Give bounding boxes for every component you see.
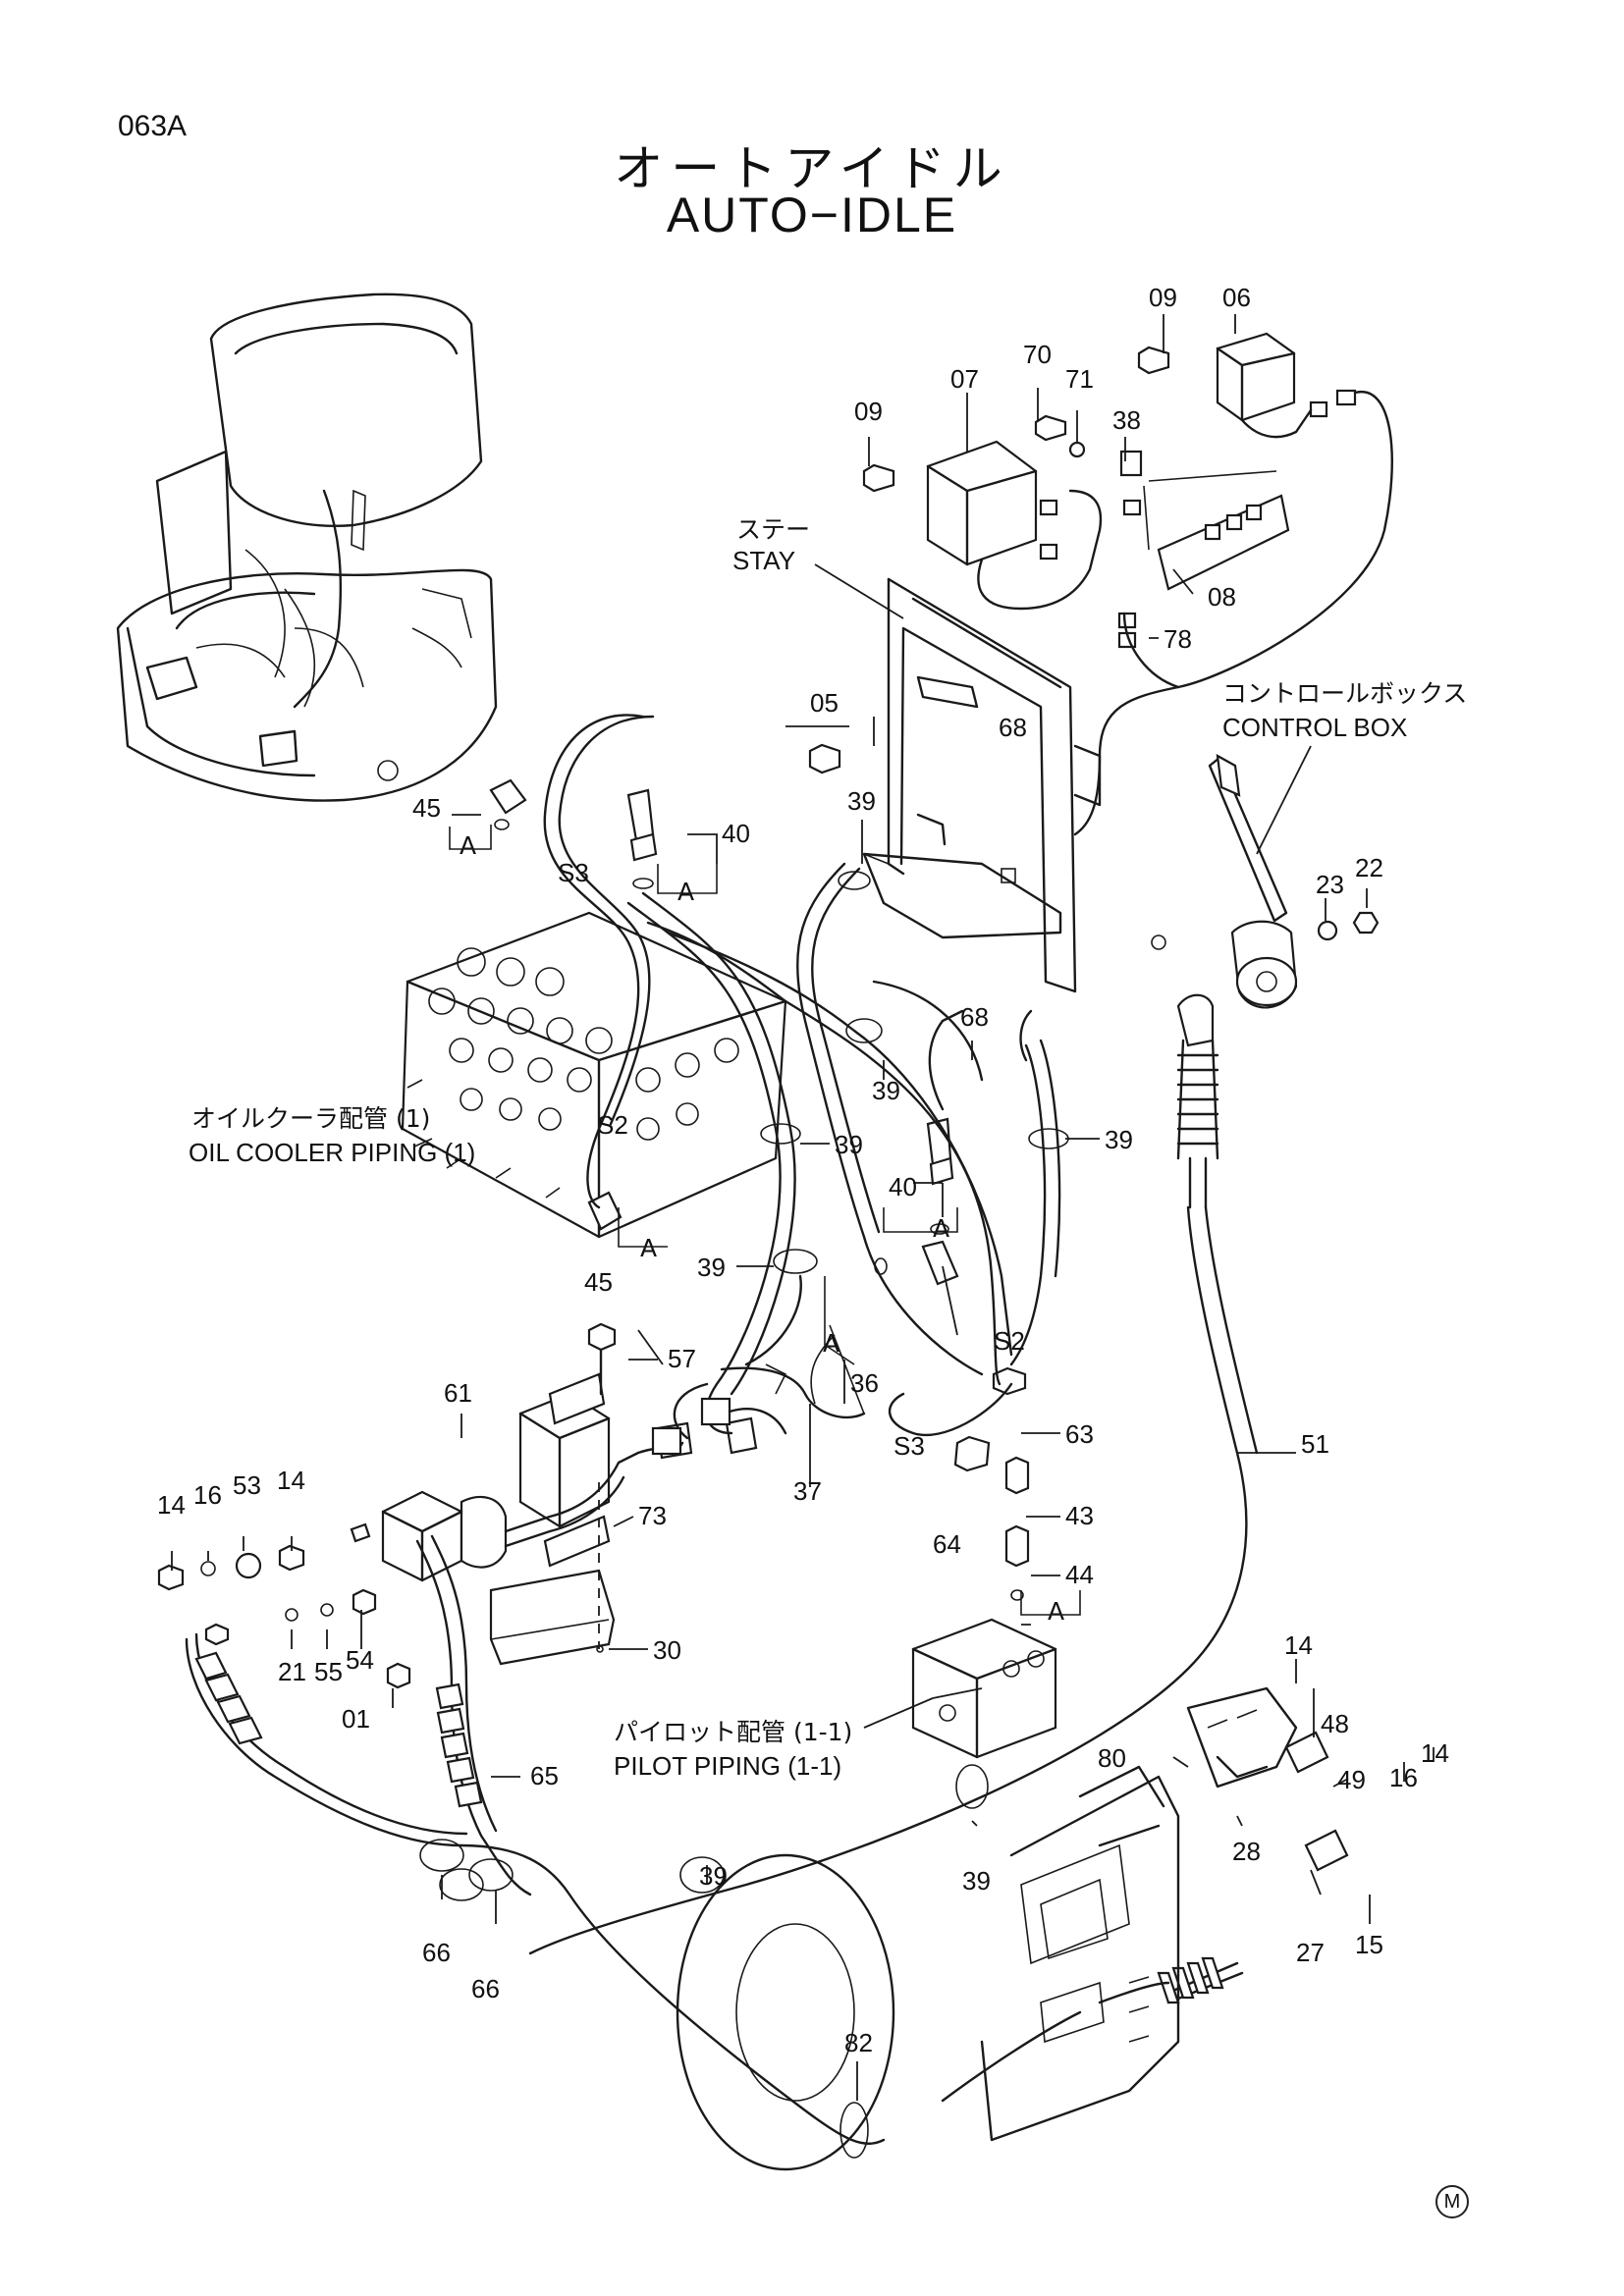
callout-05: 05	[810, 688, 839, 718]
callout-16b: 16	[1389, 1763, 1418, 1792]
callout-45a: 45	[412, 793, 441, 823]
callout-15: 15	[1355, 1930, 1383, 1959]
callout-57: 57	[668, 1344, 696, 1373]
callout-70: 70	[1023, 340, 1052, 369]
callout-27: 27	[1296, 1938, 1325, 1967]
callout-53: 53	[233, 1470, 261, 1500]
callout-23: 23	[1316, 870, 1344, 899]
control-valve-block	[401, 911, 787, 1239]
callout-45b: 45	[584, 1267, 613, 1297]
title-english: AUTO−IDLE	[666, 187, 958, 242]
mark-s2-1: S2	[597, 1110, 628, 1140]
callout-68b: 68	[960, 1002, 989, 1032]
callout-44: 44	[1065, 1560, 1094, 1589]
callout-16a: 16	[193, 1480, 222, 1510]
engine-illustration	[676, 1686, 1349, 2171]
control-box-label-en: CONTROL BOX	[1222, 713, 1407, 742]
callout-43: 43	[1065, 1501, 1094, 1530]
excavator-cab-illustration	[116, 293, 498, 802]
callout-numbers: 09 06 70 07 71 09 38 08 78 05 68 45 40 3…	[157, 283, 1449, 2057]
callout-49: 49	[1337, 1765, 1366, 1794]
callout-39d: 39	[1105, 1125, 1133, 1154]
leader-lines	[171, 314, 1435, 2101]
hose-clamps	[679, 871, 1069, 2159]
callout-51: 51	[1301, 1429, 1329, 1459]
oil-cooler-label-ja: オイルクーラ配管 (1)	[191, 1104, 430, 1133]
callout-38: 38	[1112, 405, 1141, 435]
stay-frame	[862, 577, 1166, 993]
callout-80: 80	[1098, 1743, 1126, 1773]
callout-55: 55	[314, 1657, 343, 1686]
callout-14a: 14	[157, 1490, 186, 1520]
cables	[185, 1205, 1259, 2145]
section-labels: ステー STAY コントロールボックス CONTROL BOX オイルクーラ配管…	[189, 515, 1467, 1781]
pilot-label-ja: パイロット配管 (1-1)	[614, 1718, 852, 1746]
mark-s3-1: S3	[558, 858, 589, 887]
stay-label-ja: ステー	[736, 515, 810, 544]
callout-82: 82	[844, 2028, 873, 2057]
callout-14b: 14	[277, 1466, 305, 1495]
small-fasteners	[157, 1522, 411, 1689]
callout-66b: 66	[471, 1974, 500, 2003]
mark-a-3: A	[933, 1214, 949, 1243]
callout-08: 08	[1208, 582, 1236, 612]
page-code: 063A	[118, 110, 188, 142]
mark-a-5: A	[823, 1329, 839, 1358]
callout-64: 64	[933, 1529, 961, 1559]
callout-54: 54	[346, 1645, 374, 1675]
mark-a-4: A	[640, 1234, 657, 1262]
callout-09a: 09	[1149, 283, 1177, 312]
callout-39c: 39	[835, 1130, 863, 1159]
callout-14d: 14	[1421, 1738, 1449, 1768]
callout-78: 78	[1164, 624, 1192, 654]
mark-s2-2: S2	[994, 1326, 1025, 1356]
callout-39a: 39	[847, 786, 876, 816]
callout-07: 07	[950, 364, 979, 394]
pilot-label-en: PILOT PIPING (1-1)	[614, 1751, 841, 1781]
callout-22: 22	[1355, 853, 1383, 882]
callout-39g: 39	[962, 1866, 991, 1896]
callout-65: 65	[530, 1761, 559, 1790]
callout-28: 28	[1232, 1837, 1261, 1866]
control-box-label-ja: コントロールボックス	[1222, 679, 1467, 708]
callout-40b: 40	[889, 1172, 917, 1201]
callout-40a: 40	[722, 819, 750, 848]
corner-m-mark: M	[1435, 2185, 1469, 2218]
callout-68a: 68	[999, 713, 1027, 742]
callout-06: 06	[1222, 283, 1251, 312]
callout-37: 37	[793, 1476, 822, 1506]
mark-a-2: A	[677, 878, 694, 906]
title-japanese: オートアイドル	[614, 140, 1010, 197]
stay-label-en: STAY	[732, 546, 795, 575]
callout-09b: 09	[854, 397, 883, 426]
callout-71: 71	[1065, 364, 1094, 394]
callout-39f: 39	[699, 1861, 728, 1891]
callout-21: 21	[278, 1657, 306, 1686]
callout-30: 30	[653, 1635, 681, 1665]
control-lever-assembly	[1176, 753, 1380, 1209]
callout-14c: 14	[1284, 1630, 1313, 1660]
callout-63: 63	[1065, 1419, 1094, 1449]
letter-marks: A A A A A A S3 S2 S2 S3	[449, 825, 1081, 1626]
callout-39e: 39	[697, 1253, 726, 1282]
pressure-switches-and-fittings	[489, 778, 1030, 1601]
control-box-components	[808, 332, 1393, 836]
oil-cooler-label-en: OIL COOLER PIPING (1)	[189, 1138, 475, 1167]
callout-48: 48	[1321, 1709, 1349, 1738]
callout-01: 01	[342, 1704, 370, 1734]
callout-61: 61	[444, 1378, 472, 1408]
callout-36: 36	[850, 1368, 879, 1398]
mark-a-1: A	[460, 831, 476, 860]
callout-39b: 39	[872, 1076, 900, 1105]
callout-66a: 66	[422, 1938, 451, 1967]
callout-73: 73	[638, 1501, 667, 1530]
mark-a-6: A	[1048, 1597, 1064, 1626]
mark-s3-2: S3	[893, 1431, 925, 1461]
pilot-valve-block	[911, 1618, 1057, 1759]
